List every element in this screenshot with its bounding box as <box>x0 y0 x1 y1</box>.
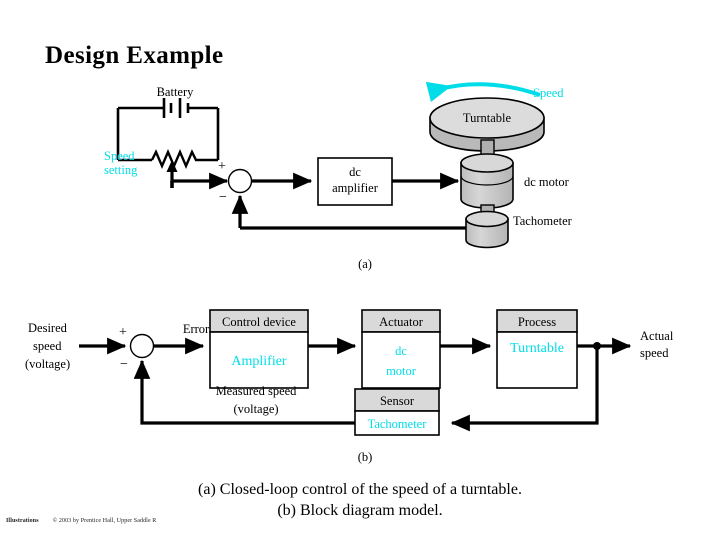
turntable-label: Turntable <box>463 111 512 125</box>
block-actuator-header: Actuator <box>379 315 424 329</box>
desired-speed-label-line1: Desired <box>28 321 68 335</box>
block-control-device-body: Amplifier <box>231 354 287 369</box>
figure-b-panel-label: (b) <box>358 450 373 464</box>
desired-speed-label-line3: (voltage) <box>25 357 70 371</box>
tachometer-graphic <box>465 210 509 249</box>
speed-setting-label-line2: setting <box>104 163 138 177</box>
footer-left-text: Illustrations <box>6 518 39 524</box>
footer-copyright-text: © 2003 by Prentice Hall, Upper Saddle R <box>52 518 157 524</box>
caption-line-a: (a) Closed-loop control of the speed of … <box>198 481 522 498</box>
block-process-header: Process <box>518 315 556 329</box>
figure-a-group: Battery <box>104 81 573 271</box>
block-actuator-body-line2: motor <box>386 364 417 378</box>
caption-line-b: (b) Block diagram model. <box>277 502 442 519</box>
summing-junction-b <box>129 333 155 359</box>
measured-speed-label-line1: Measured speed <box>216 384 298 398</box>
block-process: Process Turntable <box>496 309 578 389</box>
speed-setting-label-line1: Speed <box>104 149 135 163</box>
error-label: Error <box>183 322 210 336</box>
speed-arrow-label: Speed <box>533 86 564 100</box>
sum-minus-a: − <box>219 190 227 205</box>
block-process-body: Turntable <box>510 341 564 356</box>
block-sensor: Sensor Tachometer <box>354 388 440 436</box>
speed-arrow-icon <box>425 81 541 103</box>
dc-amplifier-label-line2: amplifier <box>332 181 379 195</box>
battery-label: Battery <box>157 85 195 99</box>
sensor-to-sum-wire <box>133 359 355 425</box>
block-actuator-body-line1: dc <box>395 344 407 358</box>
footer-credit: Illustrations © 2003 by Prentice Hall, Up… <box>6 518 246 532</box>
block-control-device: Control device Amplifier <box>209 309 309 389</box>
block-sensor-body: Tachometer <box>368 417 428 431</box>
figure-a-panel-label: (a) <box>358 257 372 271</box>
dc-motor-graphic <box>460 153 514 209</box>
measured-speed-label-line2: (voltage) <box>233 402 278 416</box>
battery-circuit <box>116 98 220 188</box>
sum-minus-b: − <box>120 357 128 372</box>
dc-amplifier-label-line1: dc <box>349 165 361 179</box>
dc-motor-label: dc motor <box>524 175 570 189</box>
block-control-device-header: Control device <box>222 315 296 329</box>
sum-plus-a: + <box>218 159 226 174</box>
summing-junction-a <box>227 168 253 194</box>
block-actuator: Actuator dc motor <box>361 309 441 389</box>
potentiometer-icon <box>150 148 198 170</box>
dc-amplifier-box <box>317 157 393 206</box>
output-to-sensor-wire <box>450 346 599 432</box>
actual-speed-label-line2: speed <box>640 346 669 360</box>
battery-cell-icon <box>162 98 190 118</box>
sum-plus-b: + <box>119 325 127 340</box>
desired-speed-label-line2: speed <box>33 339 62 353</box>
page-title: Design Example <box>45 42 224 69</box>
block-sensor-header: Sensor <box>380 394 415 408</box>
actual-speed-label-line1: Actual <box>640 329 674 343</box>
figure-b-group: Desired speed (voltage) + − Error Contro… <box>25 309 674 464</box>
tachometer-label: Tachometer <box>513 214 573 228</box>
